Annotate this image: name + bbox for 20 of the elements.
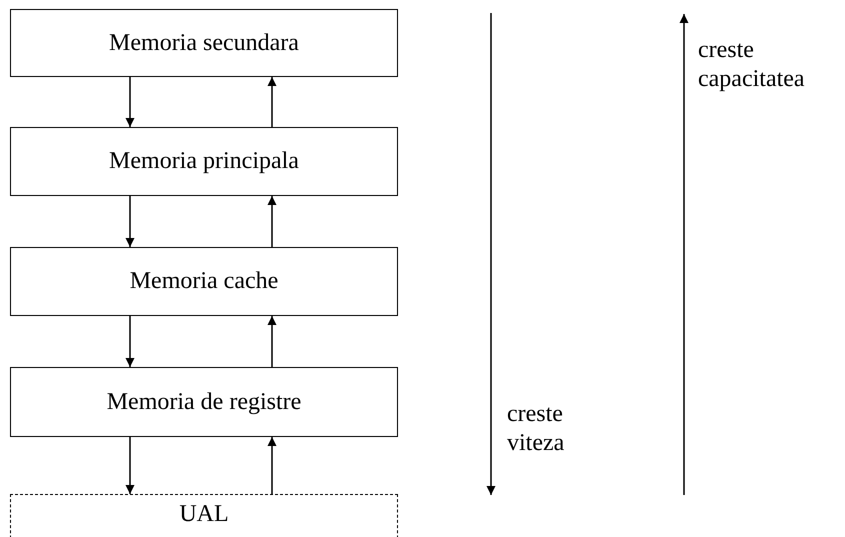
box-label: Memoria principala: [109, 148, 299, 175]
memory-box: [10, 9, 398, 77]
axis-label: creste capacitatea: [698, 36, 806, 94]
memory-box: [10, 127, 398, 196]
arrow: [126, 196, 134, 247]
arrow: [268, 77, 276, 127]
axis-label: creste viteza: [507, 400, 566, 458]
dashed-box: [10, 494, 398, 537]
arrow: [126, 77, 134, 127]
box-label: Memoria de registre: [106, 388, 302, 416]
arrow: [268, 196, 276, 247]
memory-box: [10, 247, 398, 316]
box-label: Memoria cache: [130, 268, 278, 295]
box-label: UAL: [179, 501, 229, 528]
arrow: [126, 316, 134, 367]
memory-box: [10, 367, 398, 437]
box-label: Memoria secundara: [109, 30, 299, 56]
arrow: [268, 437, 276, 494]
arrow: [268, 316, 276, 367]
arrow: [126, 437, 134, 494]
